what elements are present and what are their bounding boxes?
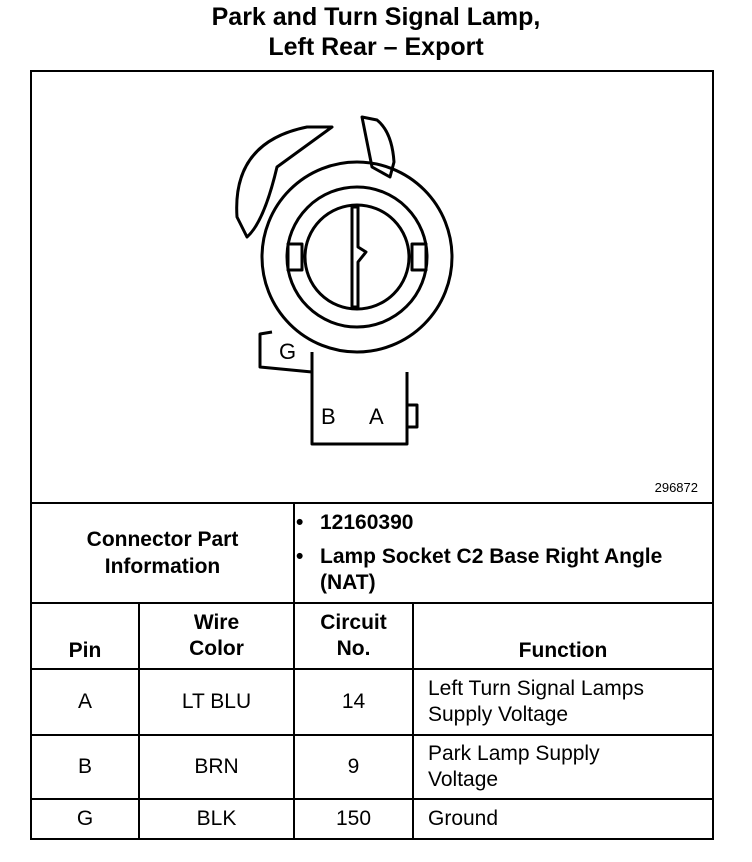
table-row-b-pin: B bbox=[77, 755, 92, 778]
title-line-2: Left Rear – Export bbox=[268, 33, 484, 61]
divider-col-2 bbox=[293, 602, 295, 838]
divider-drawing bbox=[32, 502, 712, 504]
divider-row-a bbox=[32, 734, 712, 736]
divider-col-1 bbox=[138, 602, 140, 838]
page-title: Park and Turn Signal Lamp, Left Rear – E… bbox=[0, 2, 752, 62]
table-row-b-wire: BRN bbox=[194, 755, 239, 778]
connector-drawing: G B A bbox=[235, 115, 454, 446]
figure-id: 296872 bbox=[654, 480, 698, 495]
connector-info-label-line-1: Connector Part bbox=[86, 528, 239, 551]
connector-info-bullet: •Lamp Socket C2 Base Right Angle (NAT) bbox=[296, 545, 663, 594]
pin-label-g: G bbox=[279, 339, 296, 364]
socket-core-ring bbox=[303, 203, 411, 311]
divider-row-b bbox=[32, 798, 712, 800]
table-row-a-wire: LT BLU bbox=[181, 690, 252, 713]
socket-outer-ring bbox=[260, 160, 454, 354]
divider-header bbox=[32, 668, 712, 670]
pin-label-a: A bbox=[369, 404, 384, 429]
table-row-g-wire: BLK bbox=[196, 807, 237, 830]
table-row-g-pin: G bbox=[76, 807, 94, 830]
connector-latch bbox=[405, 403, 419, 429]
header-circuit-no: Circuit No. bbox=[320, 611, 387, 660]
connector-body bbox=[310, 352, 409, 446]
housing-outline bbox=[235, 125, 334, 239]
housing-tab bbox=[360, 115, 396, 179]
table-row-b-function: Park Lamp Supply Voltage bbox=[428, 742, 600, 791]
socket-slot-right bbox=[410, 242, 428, 272]
connector-info-label-line-2: Information bbox=[104, 555, 221, 578]
connector-info-label: Connector Part Information bbox=[32, 504, 293, 602]
pin-label-b: B bbox=[321, 404, 336, 429]
table-row-a-circuit: 14 bbox=[341, 690, 366, 713]
connector-info-bullet: •12160390 bbox=[296, 511, 414, 534]
connector-info-bullets: •12160390 •Lamp Socket C2 Base Right Ang… bbox=[296, 510, 706, 604]
table-row-a-function: Left Turn Signal Lamps Supply Voltage bbox=[428, 677, 644, 726]
table-row-g-function: Ground bbox=[428, 807, 499, 830]
table-row-a-pin: A bbox=[77, 690, 92, 713]
header-pin: Pin bbox=[68, 639, 102, 662]
header-function: Function bbox=[518, 639, 608, 662]
divider-col-3 bbox=[412, 602, 414, 838]
connector-side bbox=[258, 330, 313, 374]
divider-info-vertical bbox=[293, 502, 295, 602]
table-row-g-circuit: 150 bbox=[335, 807, 372, 830]
title-line-1: Park and Turn Signal Lamp, bbox=[211, 3, 541, 31]
connector-sheet: G B A 296872 Connector Part Information … bbox=[30, 70, 714, 840]
divider-info bbox=[32, 602, 712, 604]
header-wire-color: Wire Color bbox=[189, 611, 244, 660]
table-row-b-circuit: 9 bbox=[347, 755, 360, 778]
center-contact bbox=[350, 205, 368, 309]
socket-slot-left bbox=[286, 242, 304, 272]
